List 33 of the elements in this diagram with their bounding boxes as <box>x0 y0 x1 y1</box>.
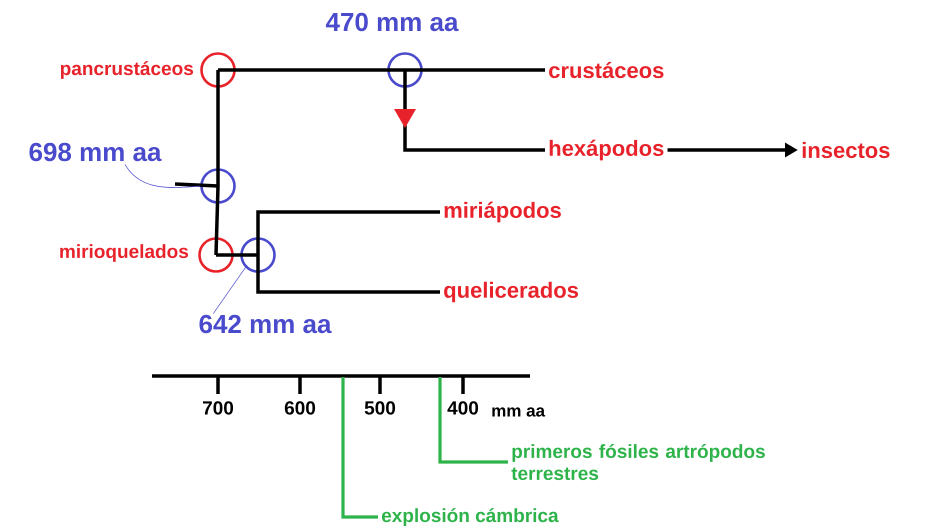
taxon-label: hexápodos <box>550 140 664 160</box>
taxon-label: insectos <box>802 142 890 158</box>
branch-line <box>256 255 440 294</box>
age-label: 470 mm aa <box>326 12 459 32</box>
branch-line <box>214 186 220 256</box>
node-circle <box>387 52 423 88</box>
taxon-label: quelicerados <box>444 282 578 302</box>
age-label: 698 mm aa <box>29 142 162 162</box>
taxon-label: crustáceos <box>549 62 664 78</box>
branch-line <box>216 70 220 186</box>
branch-line <box>216 253 258 257</box>
branch-line <box>218 68 405 72</box>
tick-label: 700 <box>202 401 234 415</box>
taxon-label: miriápodos <box>444 202 561 222</box>
leader-line <box>341 377 378 519</box>
age-label: 642 mm aa <box>199 314 332 334</box>
unit-label: mm aa <box>492 407 546 417</box>
node-circle <box>200 52 236 88</box>
node-circle <box>240 237 276 273</box>
arrow <box>394 70 545 152</box>
event-label: primeros fósiles artrópodos terrestres <box>511 444 765 480</box>
tick-label: 400 <box>447 401 478 415</box>
taxon-label: mirioquelados <box>60 244 188 262</box>
node-circle <box>200 168 236 204</box>
branch-line <box>174 182 218 188</box>
event-label: explosión cámbrica <box>382 508 559 526</box>
taxon-label: pancrustáceos <box>60 61 193 79</box>
node-circle <box>198 237 234 273</box>
branch-line <box>256 210 440 255</box>
leader-line <box>438 377 508 464</box>
tick-label: 600 <box>284 401 316 415</box>
tick-label: 500 <box>364 401 396 415</box>
branch-line <box>405 68 545 72</box>
